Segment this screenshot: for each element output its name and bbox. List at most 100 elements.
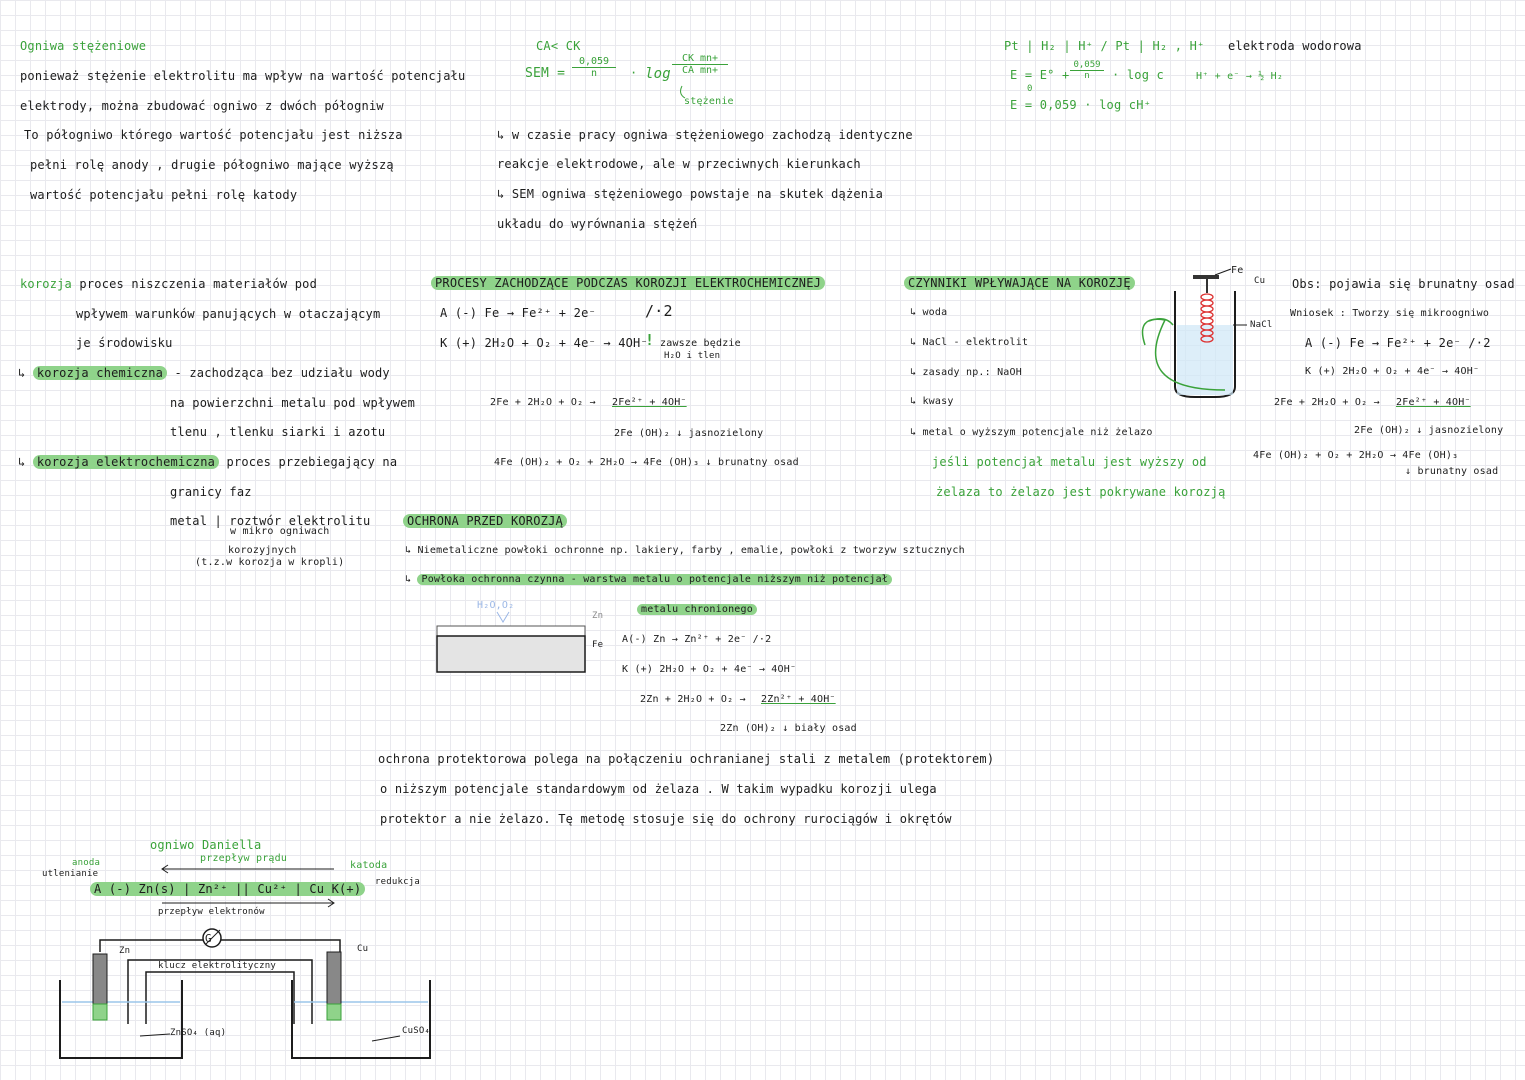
text-line: w mikro ogniwach [230, 526, 330, 537]
text-line: metal | roztwór elektrolitu [170, 514, 371, 528]
tube-fe-label: Fe [1231, 265, 1244, 276]
sem-concentration-label: stężenie [684, 96, 734, 107]
obs-anode: A (-) Fe → Fe²⁺ + 2e⁻ /·2 [1305, 336, 1491, 350]
zn-hydroxide: 2Zn (OH)₂ ↓ biały osad [720, 723, 857, 734]
sem-concentration-fraction: CK mn+ CA mn+ [672, 53, 728, 76]
zn-sum: 2Zn + 2H₂O + O₂ → [640, 694, 746, 705]
text-line: To półogniwo którego wartość potencjału … [24, 128, 403, 142]
text-line: korozyjnych [228, 545, 297, 556]
process-exclamation: ! [645, 331, 655, 349]
cathode-label: katoda [350, 860, 388, 871]
salt-bridge-label: klucz elektrolityczny [158, 961, 276, 971]
nernst-zero: 0 [1027, 84, 1033, 94]
coating-h2o-label: H₂O,O₂ [477, 600, 515, 611]
sem-note: układu do wyrównania stężeń [497, 217, 698, 231]
factors-title: CZYNNIKI WPŁYWAJĄCE NA KOROZJĘ [904, 276, 1135, 290]
text-line: (t.z.w korozja w kropli) [195, 557, 345, 568]
sem-note: ↳ SEM ogniwa stężeniowego powstaje na sk… [497, 187, 884, 201]
coating-diagram [436, 611, 586, 673]
daniell-scheme: A (-) Zn(s) | Zn²⁺ || Cu²⁺ | Cu K(+) [90, 882, 366, 896]
factor-note: żelaza to żelazo jest pokrywane korozją [936, 485, 1226, 499]
arrow-icon: ↳ [405, 574, 412, 585]
process-note: H₂O i tlen [664, 351, 721, 361]
daniell-cell-diagram [59, 928, 431, 1059]
text-line: na powierzchni metalu pod wpływem [170, 396, 416, 410]
daniell-title: ogniwo Daniella [150, 838, 262, 852]
conclusion: Wniosek : Tworzy się mikroogniwo [1290, 308, 1490, 319]
electron-flow-label: przepływ elektronów [158, 907, 265, 917]
corrosion-word: korozja [20, 277, 72, 291]
corrosion-definition: korozja proces niszczenia materiałów pod [20, 277, 317, 291]
protection-active-line: ↳ Powłoka ochronna czynna - warstwa meta… [405, 574, 893, 585]
factor-item: ↳ NaCl - elektrolit [910, 337, 1029, 348]
nernst-eq2: E = 0,059 · log cH⁺ [1010, 98, 1152, 112]
obs-hydroxide: 2Fe (OH)₂ ↓ jasnozielony [1354, 425, 1504, 436]
arrow-icon: ↳ [18, 366, 26, 380]
text-line: je środowisku [76, 336, 173, 350]
protector-text: protektor a nie żelazo. Tę metodę stosuj… [380, 812, 952, 826]
text-line: elektrody, można zbudować ogniwo z dwóch… [20, 99, 384, 113]
cuso4-label: CuSO₄ [402, 1026, 431, 1036]
current-flow-label: przepływ prądu [200, 853, 288, 864]
sem-condition: CA< CK [536, 39, 581, 53]
process-anode-multiplier: /·2 [645, 302, 673, 320]
electrochemical-corrosion-desc: proces przebiegający na [226, 455, 398, 469]
nernst-eq-lhs: E = E° + [1010, 68, 1070, 82]
factor-item: ↳ woda [910, 307, 948, 318]
factor-note: jeśli potencjał metalu jest wyższy od [932, 455, 1207, 469]
sem-dot: · [630, 66, 638, 80]
obs-final: 4Fe (OH)₂ + O₂ + 2H₂O → 4Fe (OH)₃ [1253, 450, 1459, 461]
nernst-fraction-num: 0,059 [1073, 60, 1101, 70]
factor-item: ↳ kwasy [910, 396, 954, 407]
sem-fraction-den: n [572, 67, 616, 79]
sem-conc-den: CA mn+ [672, 64, 728, 76]
process-sum-product: 2Fe²⁺ + 4OH⁻ [612, 397, 687, 408]
text-line: wpływem warunków panujących w otaczający… [76, 307, 381, 321]
electrochemical-corrosion-label: korozja elektrochemiczna [32, 455, 220, 469]
chemical-corrosion-label: korozja chemiczna [32, 366, 168, 380]
processes-title: PROCESY ZACHODZĄCE PODCZAS KOROZJI ELEKT… [431, 276, 826, 290]
obs-cathode: K (+) 2H₂O + O₂ + 4e⁻ → 4OH⁻ [1305, 366, 1480, 377]
sem-label-arrow [680, 85, 686, 99]
protection-active-label-cont: metalu chronionego [637, 604, 757, 615]
protector-text: ochrona protektorowa polega na połączeni… [378, 752, 995, 766]
oxidation-label: utlenianie [42, 869, 99, 879]
nernst-fraction: 0,059 n [1070, 60, 1104, 81]
test-tube-diagram [1141, 268, 1247, 398]
electron-flow-arrow [162, 898, 335, 908]
reduction-label: redukcja [375, 877, 420, 887]
chemical-corrosion-desc: - zachodząca bez udziału wody [174, 366, 390, 380]
text-line: tlenu , tlenku siarki i azotu [170, 425, 386, 439]
tube-cu-label: Cu [1254, 276, 1266, 286]
process-final: 4Fe (OH)₂ + O₂ + 2H₂O → 4Fe (OH)₃ ↓ brun… [494, 457, 799, 468]
nernst-log: · log c [1112, 68, 1164, 82]
sem-log: log [645, 66, 671, 82]
obs-sum: 2Fe + 2H₂O + O₂ → [1274, 397, 1380, 408]
hydrogen-electrode-name: elektroda wodorowa [1228, 39, 1362, 53]
obs-sum-product: 2Fe²⁺ + 4OH⁻ [1396, 397, 1471, 408]
hydrogen-electrode-scheme: Pt | H₂ | H⁺ / Pt | H₂ , H⁺ [1004, 39, 1205, 53]
text-line: ponieważ stężenie elektrolitu ma wpływ n… [20, 69, 466, 83]
observation: Obs: pojawia się brunatny osad [1292, 277, 1515, 291]
nernst-fraction-den: n [1070, 70, 1104, 81]
arrow-icon: ↳ [18, 455, 26, 469]
sem-conc-num: CK mn+ [681, 53, 719, 64]
zn-anode: A(-) Zn → Zn²⁺ + 2e⁻ /·2 [622, 634, 772, 645]
galvanometer-icon: G [205, 932, 212, 945]
znso4-label: ZnSO₄ (aq) [170, 1028, 227, 1038]
process-anode: A (-) Fe → Fe²⁺ + 2e⁻ [440, 306, 596, 320]
zn-sum-product: 2Zn²⁺ + 4OH⁻ [761, 694, 836, 705]
hydrogen-reaction: H⁺ + e⁻ → ½ H₂ [1196, 71, 1284, 82]
concentration-cell-heading: Ogniwa stężeniowe [20, 39, 147, 53]
electrochemical-corrosion-line: ↳ korozja elektrochemiczna proces przebi… [18, 455, 397, 469]
text-line: wartość potencjału pełni rolę katody [30, 188, 298, 202]
protection-active-label: Powłoka ochronna czynna - warstwa metalu… [417, 574, 893, 585]
chemical-corrosion-line: ↳ korozja chemiczna - zachodząca bez udz… [18, 366, 390, 380]
process-cathode: K (+) 2H₂O + O₂ + 4e⁻ → 4OH⁻ [440, 336, 648, 350]
protection-line: ↳ Niemetaliczne powłoki ochronne np. lak… [405, 545, 965, 556]
factor-item: ↳ metal o wyższym potencjale niż żelazo [910, 427, 1153, 438]
process-note: zawsze będzie [660, 338, 741, 349]
factor-item: ↳ zasady np.: NaOH [910, 367, 1022, 378]
sem-lhs: SEM = [525, 66, 566, 81]
protection-title: OCHRONA PRZED KOROZJĄ [403, 514, 567, 528]
